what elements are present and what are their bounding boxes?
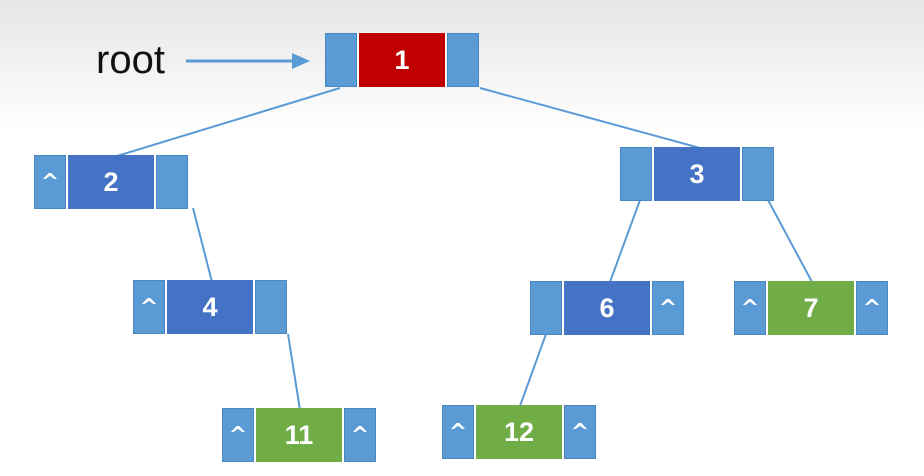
tree-node-7: ^ 7 ^: [734, 281, 888, 335]
right-pointer-cell: [255, 280, 287, 334]
right-pointer-cell: [742, 147, 774, 201]
tree-node-11: ^ 11 ^: [222, 408, 376, 462]
node-value: 4: [165, 280, 255, 334]
node-value: 6: [562, 281, 652, 335]
node-value: 2: [66, 155, 156, 209]
tree-node-6: 6 ^: [530, 281, 684, 335]
edge-4-11: [287, 333, 301, 411]
left-pointer-cell: ^: [734, 281, 766, 335]
tree-node-3: 3: [620, 147, 774, 201]
tree-node-1: 1: [325, 33, 479, 87]
left-pointer-cell: ^: [34, 155, 66, 209]
root-label: root: [96, 38, 165, 82]
edge-3-7: [767, 199, 813, 283]
left-pointer-cell: ^: [222, 408, 254, 462]
node-value: 1: [357, 33, 447, 87]
right-pointer-cell: ^: [652, 281, 684, 335]
left-pointer-cell: [325, 33, 357, 87]
right-pointer-cell: [156, 155, 188, 209]
edge-3-6: [609, 199, 641, 283]
edge-1-2: [116, 87, 341, 157]
node-value: 7: [766, 281, 856, 335]
node-value: 3: [652, 147, 742, 201]
right-pointer-cell: ^: [344, 408, 376, 462]
edge-2-4: [192, 207, 213, 283]
left-pointer-cell: ^: [133, 280, 165, 334]
node-value: 12: [474, 405, 564, 459]
right-pointer-cell: ^: [564, 405, 596, 459]
node-value: 11: [254, 408, 344, 462]
tree-node-4: ^ 4: [133, 280, 287, 334]
edge-6-12: [519, 333, 547, 407]
tree-node-12: ^ 12 ^: [442, 405, 596, 459]
left-pointer-cell: [620, 147, 652, 201]
tree-node-2: ^ 2: [34, 155, 188, 209]
edge-1-3: [479, 87, 701, 149]
root-pointer-arrow: [186, 53, 310, 69]
right-pointer-cell: [447, 33, 479, 87]
left-pointer-cell: [530, 281, 562, 335]
left-pointer-cell: ^: [442, 405, 474, 459]
right-pointer-cell: ^: [856, 281, 888, 335]
